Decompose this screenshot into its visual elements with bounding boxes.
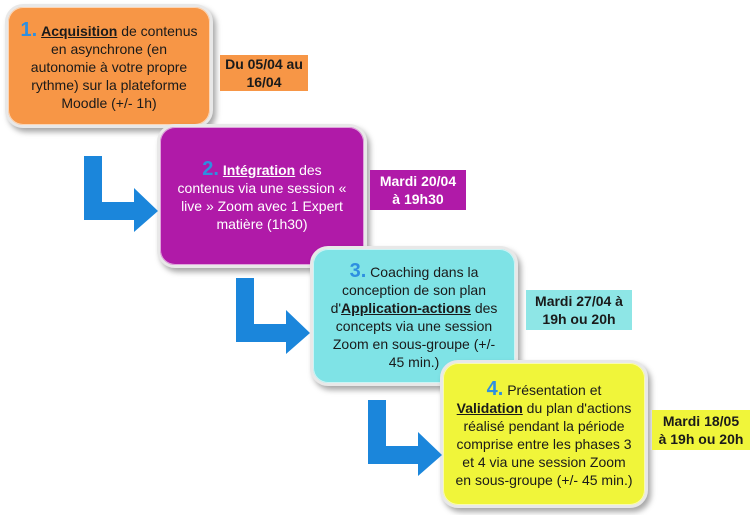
arrow-down-right-icon xyxy=(236,278,310,354)
step-4-date: Mardi 18/05 à 19h ou 20h xyxy=(652,410,750,450)
step-2-number: 2. xyxy=(202,157,219,180)
step-4-box: 4. Présentation et Validation du plan d'… xyxy=(440,360,648,508)
step-2-text: 2. Intégration des contenus via une sess… xyxy=(172,157,352,233)
step-2-date-line2: à 19h30 xyxy=(392,191,444,207)
step-3-date: Mardi 27/04 à 19h ou 20h xyxy=(526,290,632,330)
step-3-date-line2: 19h ou 20h xyxy=(542,311,616,327)
step-1-number: 1. xyxy=(20,18,38,41)
step-1-date-line2: 16/04 xyxy=(246,74,282,90)
step-3-date-line1: Mardi 27/04 à xyxy=(535,293,623,309)
step-2-date-line1: Mardi 20/04 xyxy=(379,173,457,189)
step-3-text: 3. Coaching dans la conception de son pl… xyxy=(325,259,503,371)
step-2-box: 2. Intégration des contenus via une sess… xyxy=(157,124,367,268)
step-3-number: 3. xyxy=(349,259,367,282)
arrow-down-right-icon xyxy=(368,400,442,476)
step-2-keyword: Intégration xyxy=(222,161,296,178)
step-3-description: des concepts via une session Zoom en sou… xyxy=(332,299,498,370)
step-1-description: de contenus en asynchrone (en autonomie … xyxy=(30,22,198,111)
step-2-description: des contenus via une session « live » Zo… xyxy=(177,161,347,232)
step-4-description-before: Présentation et xyxy=(503,381,602,398)
step-1-date: Du 05/04 au 16/04 xyxy=(220,55,308,91)
step-2-date: Mardi 20/04 à 19h30 xyxy=(370,170,466,210)
step-4-date-line2: à 19h ou 20h xyxy=(658,431,744,447)
step-1-date-line1: Du 05/04 au xyxy=(225,56,303,72)
step-4-description: du plan d'actions réalisé pendant la pér… xyxy=(455,399,633,488)
step-3-box: 3. Coaching dans la conception de son pl… xyxy=(310,246,518,386)
step-1-keyword: Acquisition xyxy=(41,22,118,39)
step-1-text: 1. Acquisition de contenus en asynchrone… xyxy=(20,18,198,112)
step-3-keyword: Application-actions xyxy=(341,299,471,316)
step-4-keyword: Validation xyxy=(456,399,523,416)
step-4-date-line1: Mardi 18/05 xyxy=(662,413,740,429)
step-4-text: 4. Présentation et Validation du plan d'… xyxy=(455,377,633,489)
step-4-number: 4. xyxy=(486,377,504,400)
step-3-description-before: Coaching dans la conception de son plan … xyxy=(330,263,486,316)
arrow-down-right-icon xyxy=(84,156,158,232)
step-1-box: 1. Acquisition de contenus en asynchrone… xyxy=(5,4,213,128)
